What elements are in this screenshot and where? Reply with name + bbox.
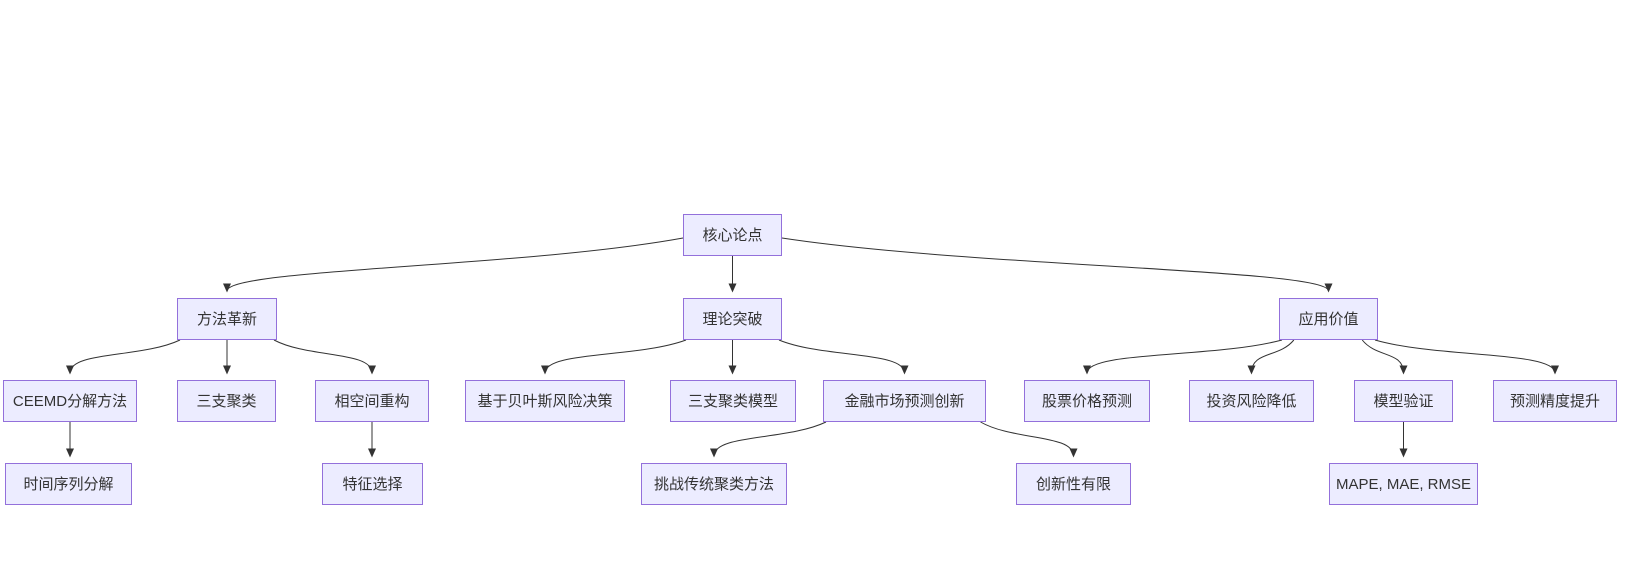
node-bayes: 基于贝叶斯风险决策	[465, 380, 625, 422]
node-label: 三支聚类模型	[687, 392, 778, 410]
node-challenge: 挑战传统聚类方法	[641, 463, 787, 505]
node-threeway: 三支聚类	[177, 380, 276, 422]
edge-value-to-validate	[1361, 339, 1408, 375]
node-label: 模型验证	[1373, 392, 1434, 410]
node-theory: 理论突破	[683, 298, 782, 340]
edge-finance-to-limited	[980, 421, 1078, 458]
node-label: 基于贝叶斯风险决策	[477, 392, 613, 410]
node-label: MAPE, MAE, RMSE	[1335, 475, 1472, 493]
node-validate: 模型验证	[1354, 380, 1453, 422]
node-label: 特征选择	[342, 475, 403, 493]
edge-value-to-accuracy	[1374, 339, 1559, 375]
node-label: 应用价值	[1298, 310, 1359, 328]
node-phase: 相空间重构	[315, 380, 429, 422]
node-label: 挑战传统聚类方法	[653, 475, 774, 493]
node-label: 方法革新	[196, 310, 257, 328]
node-label: 核心论点	[702, 226, 763, 244]
edge-theory-to-finance	[778, 339, 909, 375]
node-value: 应用价值	[1279, 298, 1378, 340]
node-label: 相空间重构	[334, 392, 410, 410]
node-label: 金融市场预测创新	[844, 392, 965, 410]
node-label: CEEMD分解方法	[12, 392, 128, 410]
edge-method-to-phase	[273, 339, 376, 375]
node-accuracy: 预测精度提升	[1493, 380, 1617, 422]
node-label: 预测精度提升	[1509, 392, 1600, 410]
node-method: 方法革新	[177, 298, 277, 340]
node-ceemd: CEEMD分解方法	[3, 380, 137, 422]
node-label: 三支聚类	[196, 392, 257, 410]
edge-value-to-stock	[1083, 339, 1283, 375]
edge-paths	[66, 237, 1559, 458]
node-feature: 特征选择	[322, 463, 423, 505]
node-label: 时间序列分解	[23, 475, 114, 493]
node-risk: 投资风险降低	[1189, 380, 1314, 422]
node-twmodel: 三支聚类模型	[670, 380, 796, 422]
edge-value-to-risk	[1247, 339, 1295, 375]
node-label: 投资风险降低	[1206, 392, 1297, 410]
node-core: 核心论点	[683, 214, 782, 256]
node-label: 创新性有限	[1035, 475, 1111, 493]
node-label: 股票价格预测	[1041, 392, 1132, 410]
node-stock: 股票价格预测	[1024, 380, 1150, 422]
node-limited: 创新性有限	[1016, 463, 1131, 505]
node-finance: 金融市场预测创新	[823, 380, 986, 422]
edge-finance-to-challenge	[710, 421, 827, 458]
node-label: 理论突破	[702, 310, 763, 328]
node-metrics: MAPE, MAE, RMSE	[1329, 463, 1478, 505]
edge-method-to-ceemd	[66, 339, 181, 375]
edge-core-to-method	[223, 237, 684, 293]
node-tsdecomp: 时间序列分解	[5, 463, 132, 505]
edge-theory-to-bayes	[541, 339, 687, 375]
edge-core-to-value	[781, 237, 1333, 293]
